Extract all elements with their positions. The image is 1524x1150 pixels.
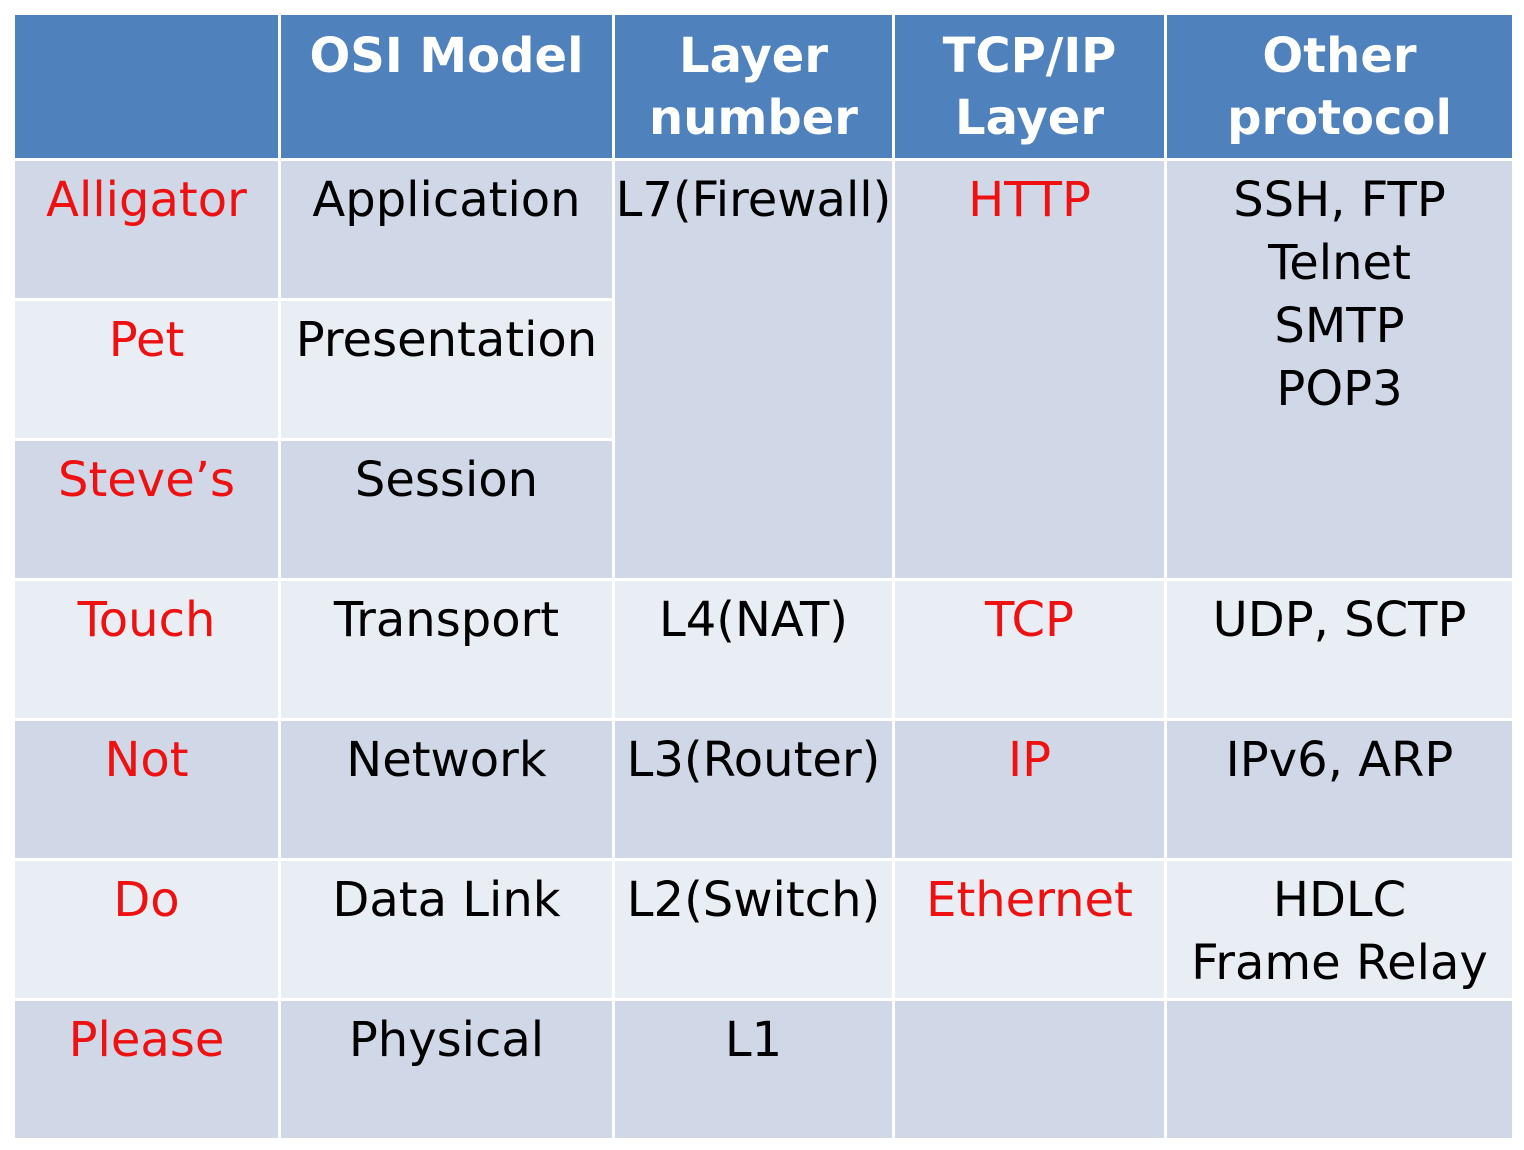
other-protocol-item: SSH, FTP [1233,172,1446,228]
layer-number-cell: L1 [612,998,895,1141]
other-protocol-item: Frame Relay [1191,935,1488,991]
row-network: Not Network L3(Router) IP IPv6, ARP [12,718,1515,861]
layer-number-upper-cell: L7(Firewall) [612,158,895,581]
row-presentation: Pet Presentation [12,298,1514,441]
tcpip-cell [892,998,1167,1141]
header-tcpip-line-1: TCP/IP [942,28,1117,84]
other-protocol-item: POP3 [1276,361,1403,417]
other-protocol-upper-cell: SSH, FTP Telnet SMTP POP3 [1164,158,1515,581]
mnemonic-cell: Please [12,998,281,1141]
tcpip-cell: TCP [892,578,1167,721]
header-tcpip-line-2: Layer [954,90,1104,146]
osi-layer-cell: Data Link [278,858,615,1001]
layer-number-cell: L3(Router) [612,718,895,861]
tcpip-cell: IP [892,718,1167,861]
tcpip-upper-cell: HTTP [892,158,1167,581]
other-protocol-item: Telnet [1268,235,1411,291]
osi-layer-cell: Session [278,438,615,581]
layer-number-cell: L2(Switch) [612,858,895,1001]
other-protocol-cell [1164,998,1515,1141]
header-tcpip-layer: TCP/IP Layer [892,12,1167,161]
header-osi-model: OSI Model [278,12,615,161]
row-datalink: Do Data Link L2(Switch) Ethernet HDLC Fr… [12,858,1515,1001]
mnemonic-cell: Steve’s [12,438,281,581]
other-protocol-cell: UDP, SCTP [1164,578,1515,721]
header-layer-number-line-1: Layer [678,28,828,84]
osi-layer-cell: Presentation [278,298,615,441]
row-transport: Touch Transport L4(NAT) TCP UDP, SCTP [12,578,1515,721]
other-protocol-cell: HDLC Frame Relay [1164,858,1515,1001]
header-layer-number-line-2: number [649,90,858,146]
osi-model-table: OSI Model Layer number TCP/IP Layer Othe… [12,12,1515,1141]
header-other-line-1: Other [1262,28,1417,84]
row-physical: Please Physical L1 [12,998,1515,1141]
osi-table-container: OSI Model Layer number TCP/IP Layer Othe… [12,12,1515,1141]
header-other-line-2: protocol [1227,90,1452,146]
tcpip-cell: Ethernet [892,858,1167,1001]
row-application: Alligator Application L7(Firewall) HTTP … [12,158,1515,581]
header-other-protocol: Other protocol [1164,12,1515,161]
osi-layer-cell: Application [278,158,615,301]
mnemonic-cell: Not [12,718,281,861]
layer-number-cell: L4(NAT) [612,578,895,721]
osi-layer-cell: Transport [278,578,615,721]
header-row: OSI Model Layer number TCP/IP Layer Othe… [12,12,1515,161]
osi-layer-cell: Network [278,718,615,861]
mnemonic-cell: Touch [12,578,281,721]
header-osi-model-label: OSI Model [309,28,584,84]
mnemonic-cell: Do [12,858,281,1001]
header-mnemonic [12,12,281,161]
mnemonic-cell: Alligator [12,158,281,301]
osi-layer-cell: Physical [278,998,615,1141]
row-session: Steve’s Session [12,438,1514,581]
other-protocol-item: SMTP [1274,298,1405,354]
header-layer-number: Layer number [612,12,895,161]
mnemonic-cell: Pet [12,298,281,441]
other-protocol-item: HDLC [1272,872,1407,928]
other-protocol-cell: IPv6, ARP [1164,718,1515,861]
